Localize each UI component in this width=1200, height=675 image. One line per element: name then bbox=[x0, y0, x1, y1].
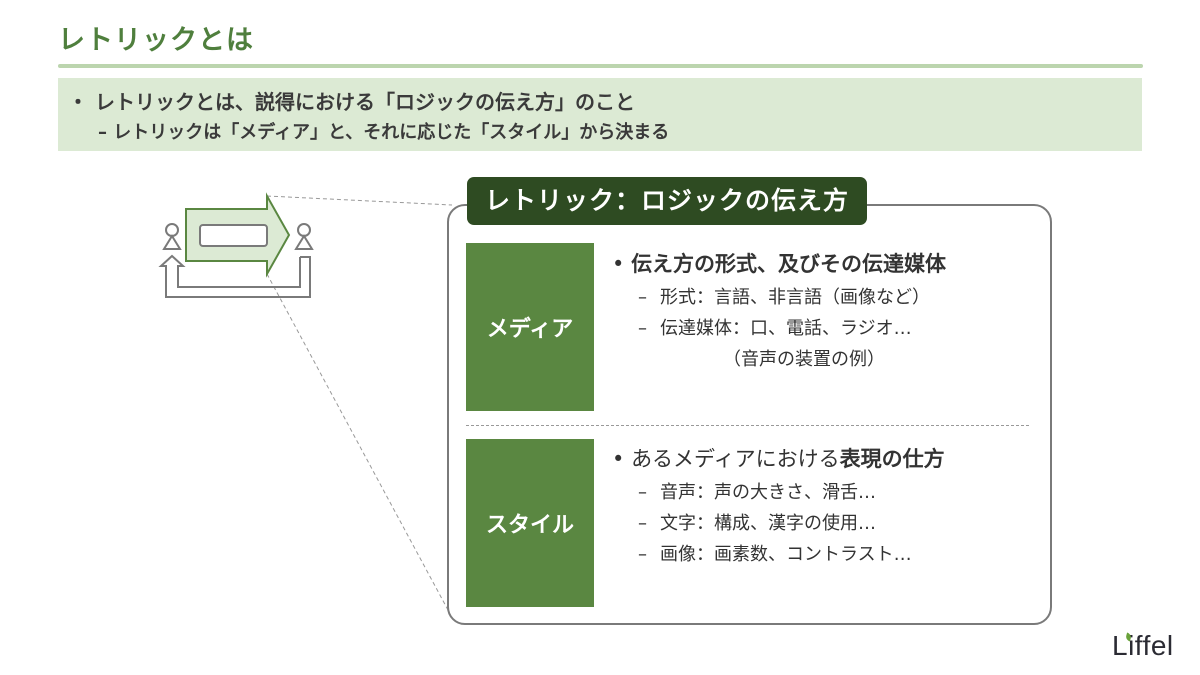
message-arrow-icon bbox=[185, 192, 291, 278]
media-item-note: （音声の装置の例） bbox=[612, 344, 946, 375]
media-item: –伝達媒体：口、電話、ラジオ… bbox=[638, 318, 912, 339]
style-item: –画像：画素数、コントラスト… bbox=[638, 544, 912, 565]
media-description: • 伝え方の形式、及びその伝達媒体 –形式：言語、非言語（画像など） –伝達媒体… bbox=[612, 248, 946, 375]
summary-bullet: ・ レトリックとは、説得における「ロジックの伝え方」のこと bbox=[68, 90, 635, 114]
feedback-loop-arrow-icon bbox=[158, 254, 311, 298]
title-divider bbox=[58, 64, 1143, 68]
summary-sub-bullet: – レトリックは「メディア」と、それに応じた「スタイル」から決まる bbox=[98, 122, 670, 143]
category-style: スタイル bbox=[466, 439, 594, 607]
media-item-text: 形式：言語、非言語（画像など） bbox=[660, 287, 930, 308]
card-title: レトリック：ロジックの伝え方 bbox=[467, 177, 868, 225]
media-head: • 伝え方の形式、及びその伝達媒体 bbox=[612, 252, 947, 276]
media-head-text: 伝え方の形式、及びその伝達媒体 bbox=[631, 252, 947, 276]
style-item: –音声：声の大きさ、滑舌… bbox=[638, 482, 876, 503]
brand-logo: Liffel bbox=[1112, 630, 1174, 662]
style-head: • あるメディアにおける表現の仕方 bbox=[612, 447, 945, 471]
style-head-prefix: あるメディアにおける bbox=[631, 447, 840, 471]
style-item-text: 文字：構成、漢字の使用… bbox=[660, 513, 876, 534]
zoom-line-bottom bbox=[266, 273, 449, 611]
media-item: –形式：言語、非言語（画像など） bbox=[638, 287, 930, 308]
style-description: • あるメディアにおける表現の仕方 –音声：声の大きさ、滑舌… –文字：構成、漢… bbox=[612, 443, 945, 570]
media-item-text: 伝達媒体：口、電話、ラジオ… bbox=[660, 318, 912, 339]
style-item: –文字：構成、漢字の使用… bbox=[638, 513, 876, 534]
section-divider bbox=[466, 425, 1029, 426]
style-item-text: 音声：声の大きさ、滑舌… bbox=[660, 482, 876, 503]
style-item-text: 画像：画素数、コントラスト… bbox=[660, 544, 912, 565]
category-media-label: メディア bbox=[486, 317, 574, 342]
page-title: レトリックとは bbox=[58, 25, 254, 56]
zoom-line-top bbox=[266, 195, 453, 206]
brand-logo-text: Liffel bbox=[1112, 630, 1174, 661]
person-receiver-icon bbox=[294, 223, 314, 250]
style-head-bold: 表現の仕方 bbox=[839, 447, 945, 471]
person-sender-icon bbox=[162, 223, 182, 250]
summary-box: ・ レトリックとは、説得における「ロジックの伝え方」のこと – レトリックは「メ… bbox=[58, 78, 1142, 151]
category-media: メディア bbox=[466, 243, 594, 411]
category-style-label: スタイル bbox=[485, 513, 574, 538]
media-item-text: （音声の装置の例） bbox=[660, 349, 885, 370]
